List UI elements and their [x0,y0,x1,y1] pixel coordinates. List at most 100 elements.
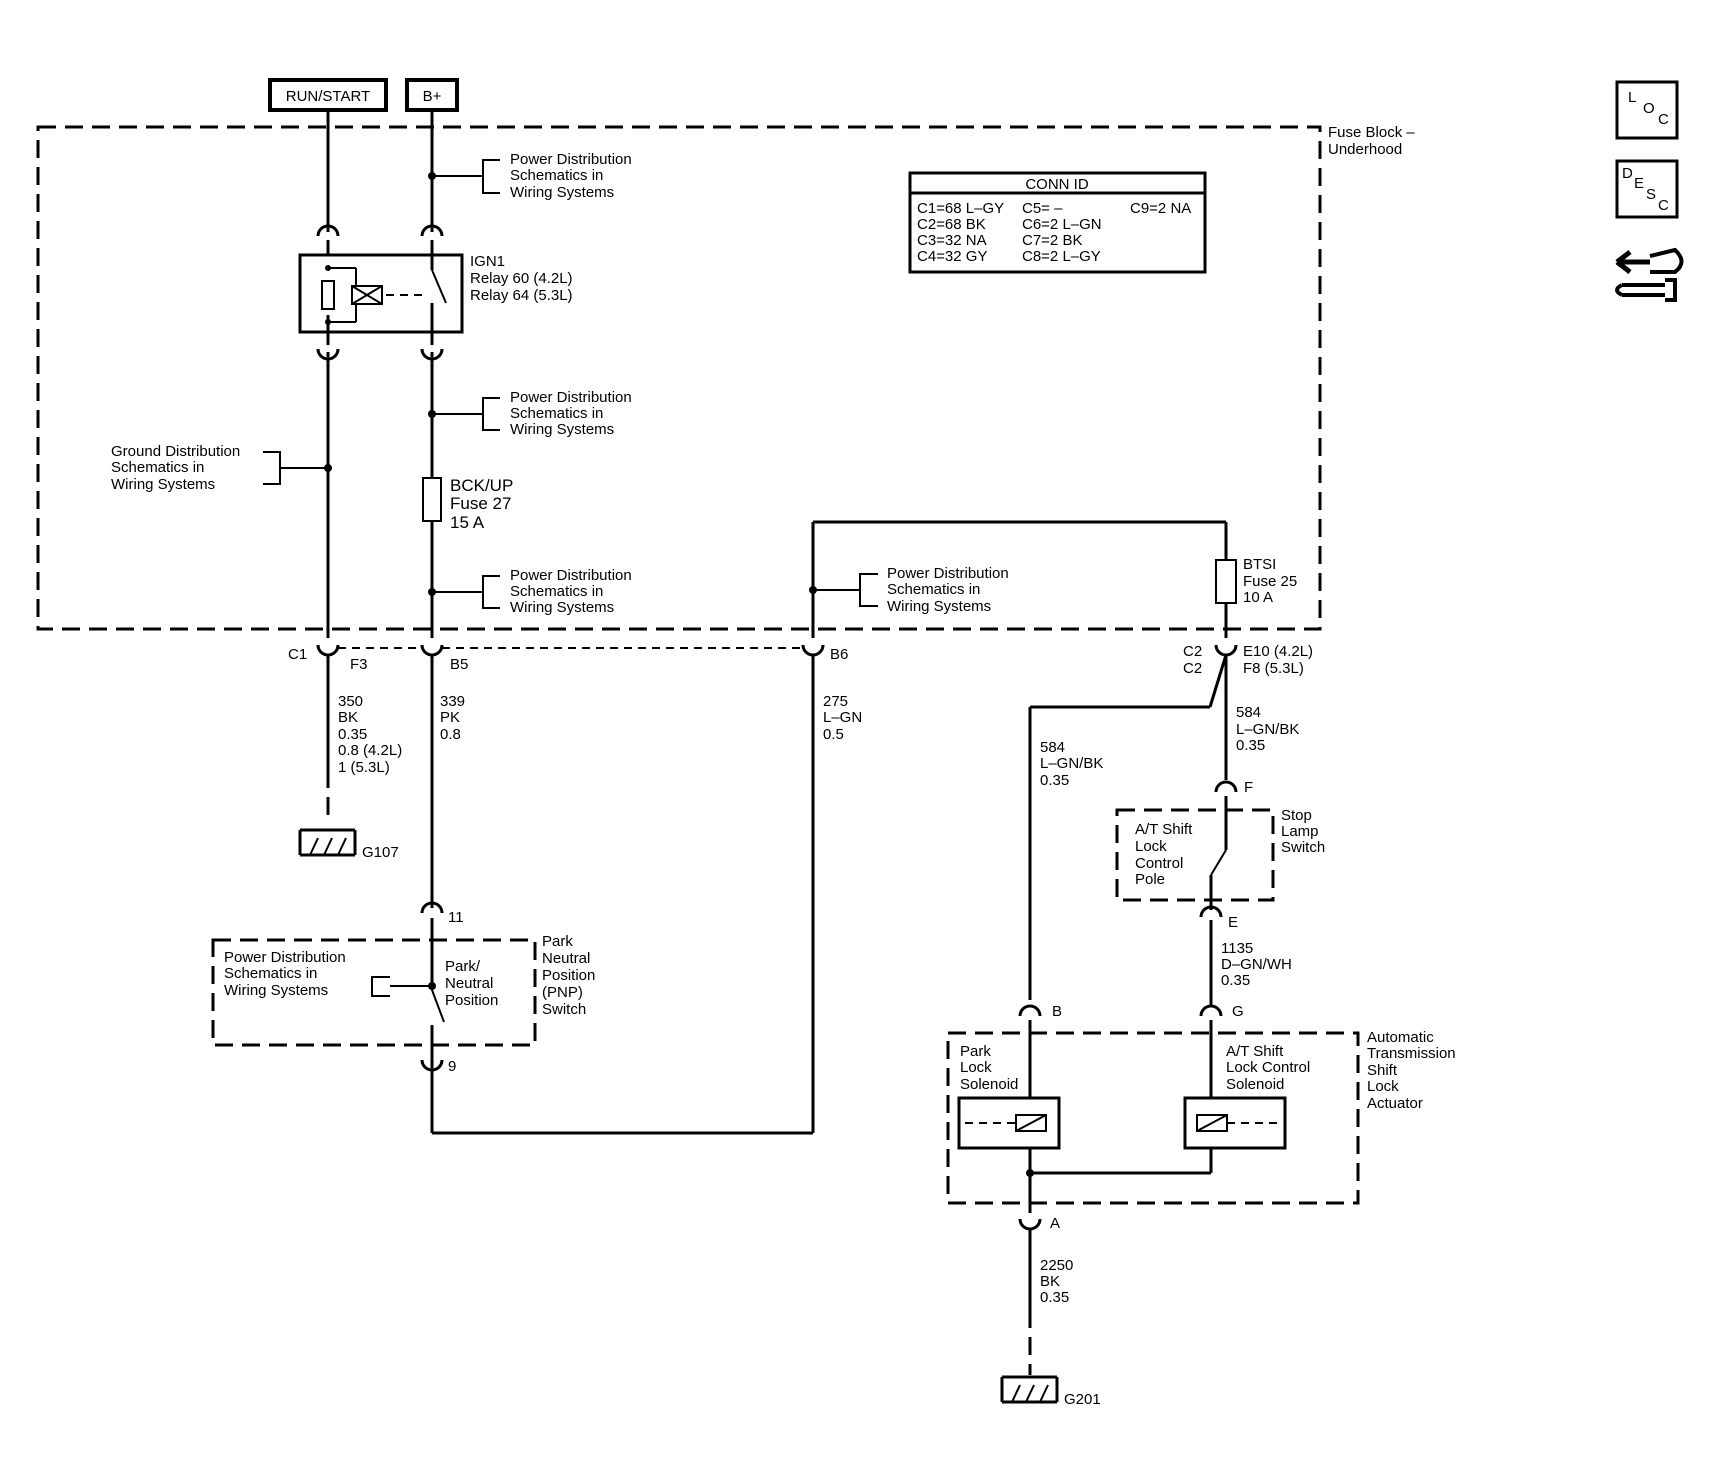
svg-text:D–GN/WH: D–GN/WH [1221,956,1292,973]
fuse-25 [1214,522,1238,657]
svg-text:Lock: Lock [960,1059,992,1076]
ref-ground-bracket: Ground Distribution Schematics in Wiring… [111,443,328,493]
svg-text:0.35: 0.35 [1040,772,1069,789]
b-plus-wire [420,112,813,1135]
svg-text:(PNP): (PNP) [542,984,583,1001]
svg-text:C3=32 NA: C3=32 NA [917,232,987,249]
svg-text:C1=68 L–GY: C1=68 L–GY [917,200,1004,217]
svg-text:E: E [1634,175,1644,192]
svg-text:BK: BK [1040,1273,1060,1290]
ground-g107 [298,828,357,857]
actuator-pinG: G [1232,1003,1244,1020]
svg-text:0.35: 0.35 [338,726,367,743]
actuator-pinB: B [1052,1003,1062,1020]
svg-text:C6=2 L–GN: C6=2 L–GN [1022,216,1102,233]
ign1-relay [298,253,464,334]
svg-text:C9=2 NA: C9=2 NA [1130,200,1191,217]
svg-text:Lock: Lock [1367,1078,1399,1095]
connector-hand-icon[interactable] [1615,247,1684,302]
svg-text:1135: 1135 [1221,940,1253,957]
svg-text:Position: Position [445,992,498,1009]
connector-c2: C2 [1183,660,1202,677]
ref-power-bracket-4: Power Distribution Schematics in Wiring … [813,565,1009,615]
svg-text:D: D [1622,165,1633,182]
svg-text:RUN/START: RUN/START [286,88,370,105]
svg-text:1 (5.3L): 1 (5.3L) [338,759,390,776]
ground-g201-label: G201 [1064,1391,1101,1408]
svg-text:C5= –: C5= – [1022,200,1063,217]
connector-e10: E10 (4.2L) [1243,643,1313,660]
svg-text:Wiring Systems: Wiring Systems [111,476,215,493]
pin9-connector [420,1059,444,1072]
connector-f8: F8 (5.3L) [1243,660,1304,677]
shift-lock-solenoid-label: A/T Shift [1226,1043,1284,1060]
svg-text:Schematics in: Schematics in [510,405,603,422]
svg-text:C: C [1658,197,1669,214]
relay-label: IGN1 [470,253,505,270]
wire-275 [801,520,1226,1133]
svg-text:Wiring Systems: Wiring Systems [510,184,614,201]
connector-c1: C1 [288,646,307,663]
svg-text:Fuse 27: Fuse 27 [450,494,511,513]
svg-text:Pole: Pole [1135,871,1165,888]
svg-text:Schematics in: Schematics in [111,459,204,476]
svg-text:Solenoid: Solenoid [1226,1076,1284,1093]
svg-text:L–GN/BK: L–GN/BK [1040,755,1103,772]
svg-text:L–GN: L–GN [823,709,862,726]
conn-id-table: CONN ID C1=68 L–GY C5= – C9=2 NA C2=68 B… [908,171,1207,274]
svg-text:BK: BK [338,709,358,726]
svg-text:0.8: 0.8 [440,726,461,743]
fuse27-label: BCK/UP [450,476,513,495]
svg-text:Lock Control: Lock Control [1226,1059,1310,1076]
svg-text:C4=32 GY: C4=32 GY [917,248,987,265]
svg-text:Wiring Systems: Wiring Systems [224,982,328,999]
svg-text:PK: PK [440,709,460,726]
loc-icon[interactable]: L O C [1615,80,1679,140]
svg-text:Transmission: Transmission [1367,1045,1456,1062]
svg-text:0.35: 0.35 [1040,1289,1069,1306]
svg-text:O: O [1643,100,1655,117]
svg-text:15 A: 15 A [450,513,485,532]
desc-icon[interactable]: D E S C [1615,159,1679,219]
svg-text:Schematics in: Schematics in [887,581,980,598]
svg-text:Power Distribution: Power Distribution [224,949,346,966]
pnp-pin9: 9 [448,1058,456,1075]
svg-text:C8=2 L–GY: C8=2 L–GY [1022,248,1101,265]
ref-power-bracket-1: Power Distribution Schematics in Wiring … [432,151,632,201]
stop-lamp-pinE: E [1228,914,1238,931]
pinA-connector [1018,1218,1042,1231]
svg-text:C: C [1658,111,1669,128]
svg-text:L: L [1628,89,1636,106]
svg-text:Switch: Switch [1281,839,1325,856]
svg-text:A/T Shift: A/T Shift [1135,821,1193,838]
pinF-connector [1214,780,1238,793]
svg-text:L–GN/BK: L–GN/BK [1236,721,1299,738]
pinB-connector [1018,1004,1042,1017]
svg-text:Lamp: Lamp [1281,823,1319,840]
park-lock-solenoid-label: Park [960,1043,991,1060]
svg-text:Wiring Systems: Wiring Systems [887,598,991,615]
svg-text:Lock: Lock [1135,838,1167,855]
svg-text:C2=68 BK: C2=68 BK [917,216,986,233]
svg-text:0.5: 0.5 [823,726,844,743]
svg-text:0.8 (4.2L): 0.8 (4.2L) [338,742,402,759]
stop-lamp-pinF: F [1244,779,1253,796]
svg-text:S: S [1646,186,1656,203]
run-start-source: RUN/START [268,78,388,112]
run-start-wire [316,112,340,818]
svg-text:350: 350 [338,693,363,710]
shift-lock-actuator [946,1020,1360,1205]
pnp-switch [211,938,537,1050]
svg-text:Shift: Shift [1367,1062,1398,1079]
svg-text:Neutral: Neutral [542,950,590,967]
svg-text:Fuse 25: Fuse 25 [1243,573,1297,590]
fuse25-label: BTSI [1243,556,1276,573]
svg-text:Position: Position [542,967,595,984]
stop-lamp-switch-label: Stop [1281,807,1312,824]
svg-text:Wiring Systems: Wiring Systems [510,599,614,616]
svg-text:Power Distribution: Power Distribution [887,565,1009,582]
svg-text:339: 339 [440,693,465,710]
wire-584 [1028,654,1228,1000]
pnp-switch-label: Park [542,933,573,950]
fuse-block-label-1: Fuse Block – [1328,124,1415,141]
